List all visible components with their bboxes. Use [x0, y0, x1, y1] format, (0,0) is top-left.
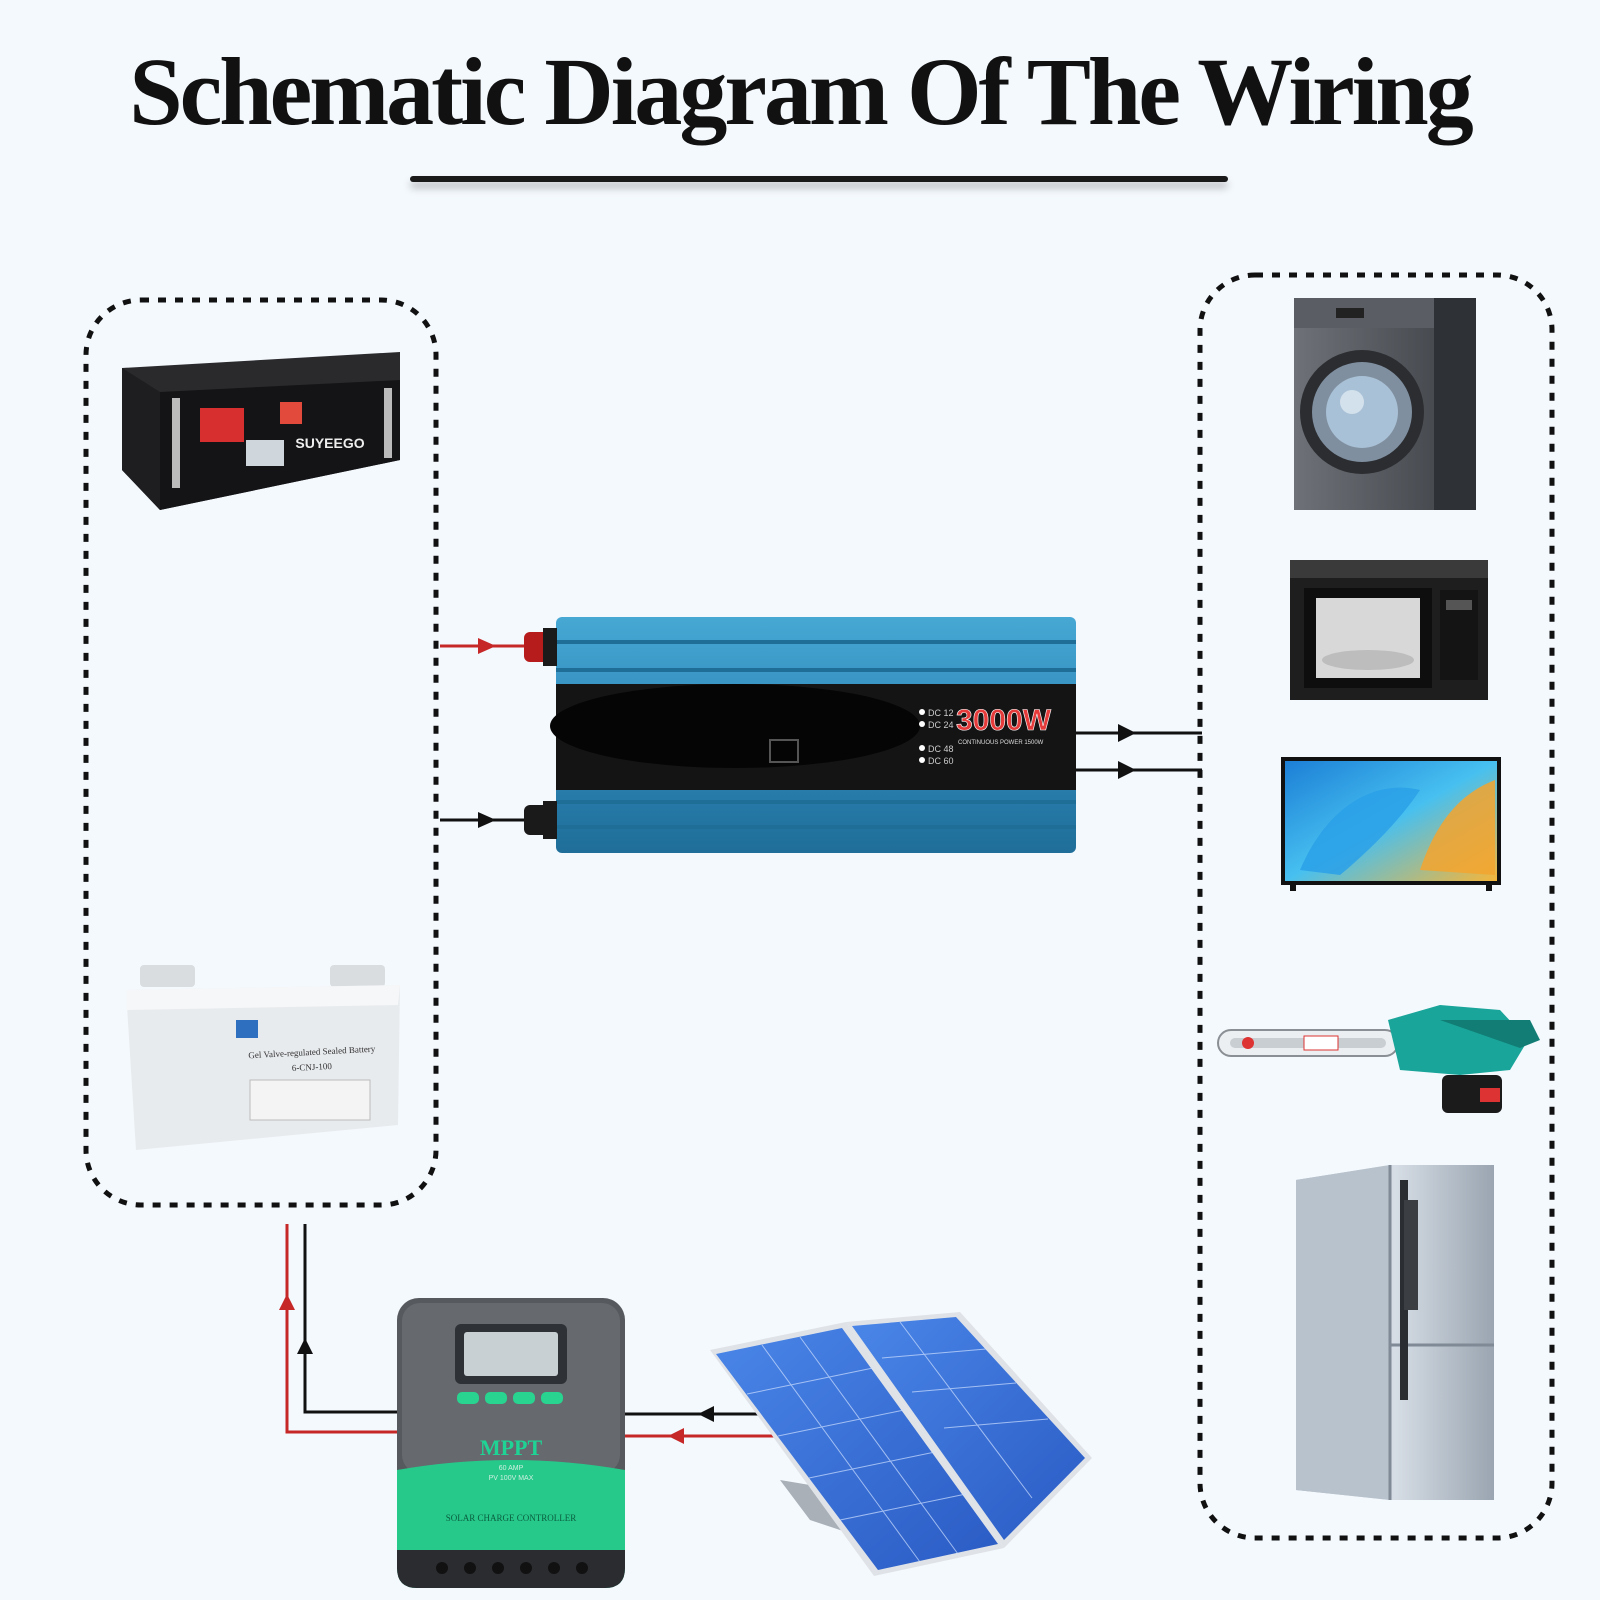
chainsaw-icon — [1217, 1005, 1540, 1113]
panel-negative-wire — [625, 1406, 780, 1422]
microwave-icon — [1290, 560, 1488, 700]
mppt-charge-controller-icon: MPPT 60 AMP PV 100V MAX SOLAR CHARGE CON… — [397, 1298, 625, 1588]
dc-negative-wire — [440, 812, 524, 828]
diagram-title: Schematic Diagram Of The Wiring — [129, 38, 1474, 145]
controller-footer: SOLAR CHARGE CONTROLLER — [446, 1513, 577, 1523]
ac-output-wire-2 — [1076, 761, 1202, 779]
inverter-power-rating: 3000W — [956, 704, 1052, 737]
dc-option-48: DC 48 — [928, 744, 954, 754]
panel-positive-wire — [625, 1428, 780, 1444]
dc-positive-wire — [440, 638, 524, 654]
dc-option-24: DC 24 — [928, 720, 954, 730]
negative-terminal — [524, 801, 557, 839]
title-underline — [410, 176, 1228, 182]
controller-negative-wire — [297, 1224, 397, 1414]
positive-terminal — [524, 628, 557, 666]
gel-battery-icon: Gel Valve-regulated Sealed Battery 6-CNJ… — [126, 965, 400, 1150]
battery-group-box — [83, 297, 439, 1208]
lithium-battery-rack-icon: SUYEEGO — [122, 352, 400, 510]
refrigerator-icon — [1296, 1165, 1494, 1500]
inverter-subtitle: CONTINUOUS POWER 1500W — [958, 740, 1044, 746]
dc-option-12: DC 12 — [928, 708, 954, 718]
ac-output-wire-1 — [1076, 724, 1202, 742]
controller-spec-2: PV 100V MAX — [489, 1475, 534, 1482]
gel-battery-model: 6-CNJ-100 — [292, 1061, 333, 1073]
controller-logo: MPPT — [480, 1435, 543, 1460]
dc-option-60: DC 60 — [928, 756, 954, 766]
battery-brand: SUYEEGO — [295, 435, 364, 451]
controller-positive-wire — [279, 1224, 397, 1434]
tv-icon — [1281, 757, 1501, 891]
appliance-group-box — [1197, 272, 1555, 1541]
solar-panel-icon — [710, 1312, 1092, 1576]
inverter-icon: DC 12 DC 24 DC 48 DC 60 3000W CONTINUOUS… — [524, 617, 1076, 853]
controller-spec-1: 60 AMP — [499, 1465, 524, 1472]
washing-machine-icon — [1294, 298, 1476, 510]
